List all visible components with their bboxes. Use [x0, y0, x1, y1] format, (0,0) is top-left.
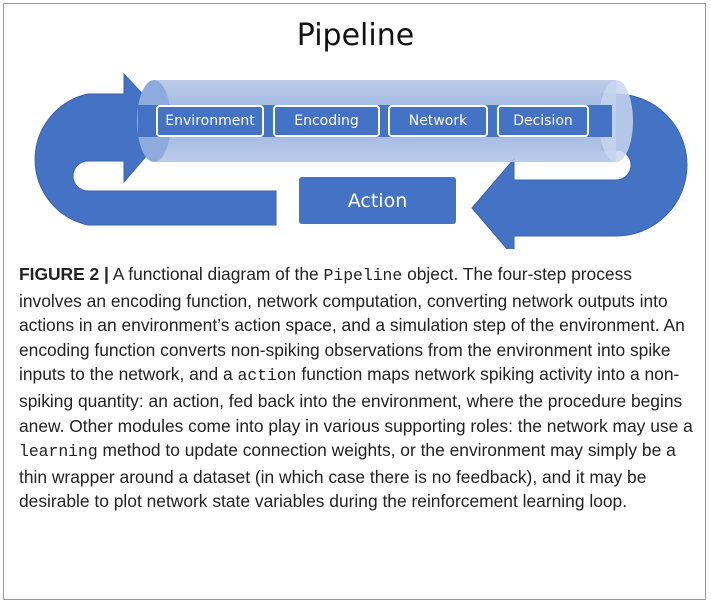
left-return-arrow	[34, 72, 277, 226]
diagram-title: Pipeline	[296, 18, 415, 53]
code-pipeline: Pipeline	[323, 266, 403, 285]
pipeline-diagram: Pipeline Environment Encoding Network	[4, 4, 707, 249]
action-box: Action	[299, 177, 456, 224]
pipe-end	[599, 80, 633, 162]
figure-caption: FIGURE 2 | A functional diagram of the P…	[19, 262, 699, 514]
caption-text-1: A functional diagram of the	[108, 264, 324, 284]
stage-network: Network	[388, 105, 488, 137]
stage-environment: Environment	[156, 105, 264, 137]
figure-frame: Pipeline Environment Encoding Network	[3, 3, 706, 600]
caption-text-3: function maps network spiking activity i…	[19, 364, 693, 436]
code-action: action	[237, 366, 297, 386]
caption-text-2: object. The four-step process involves a…	[19, 264, 685, 385]
right-return-arrow	[471, 93, 688, 249]
pipe-band	[138, 105, 612, 137]
stage-decision: Decision	[497, 105, 589, 137]
pipeline-graphic	[34, 72, 688, 249]
stage-encoding: Encoding	[273, 105, 380, 137]
caption-text-4: method to update connection weights, or …	[19, 440, 676, 512]
figure-label: FIGURE 2 |	[19, 264, 109, 284]
code-learning: learning	[19, 442, 98, 462]
